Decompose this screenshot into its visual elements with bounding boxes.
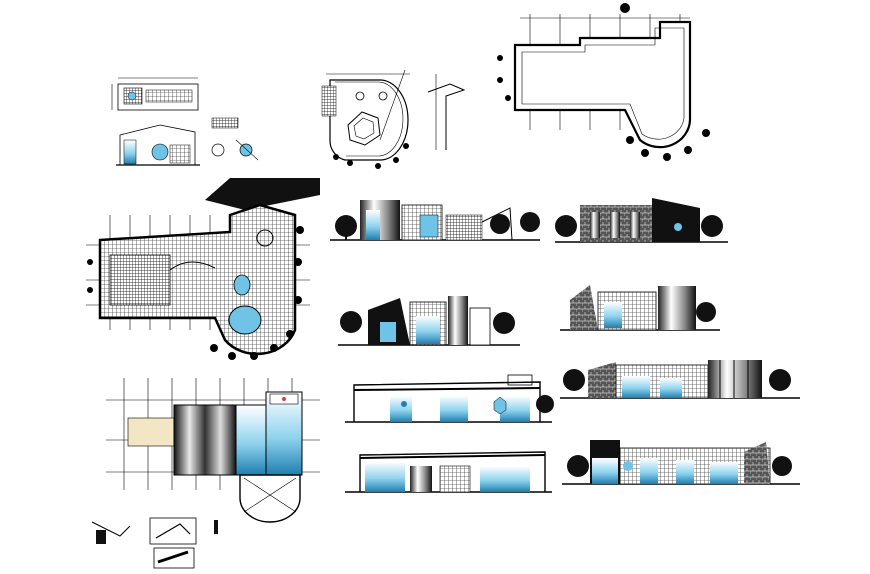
section-1 [345,374,554,423]
roof-plan-shaded [106,378,320,523]
roof-outline-plan [497,3,710,161]
elevation-4 [560,285,720,331]
round-plan-detail [321,69,466,169]
elevation-2 [555,198,728,243]
ground-floor-plan [86,178,320,360]
elevation-3 [338,296,520,346]
elevation-5 [560,360,800,399]
section-2 [345,451,552,493]
site-plan-small [111,77,199,111]
elevation-1 [330,200,540,241]
elevation-6 [562,440,800,485]
section-small [116,117,259,166]
detail-thumbnails [91,517,218,569]
